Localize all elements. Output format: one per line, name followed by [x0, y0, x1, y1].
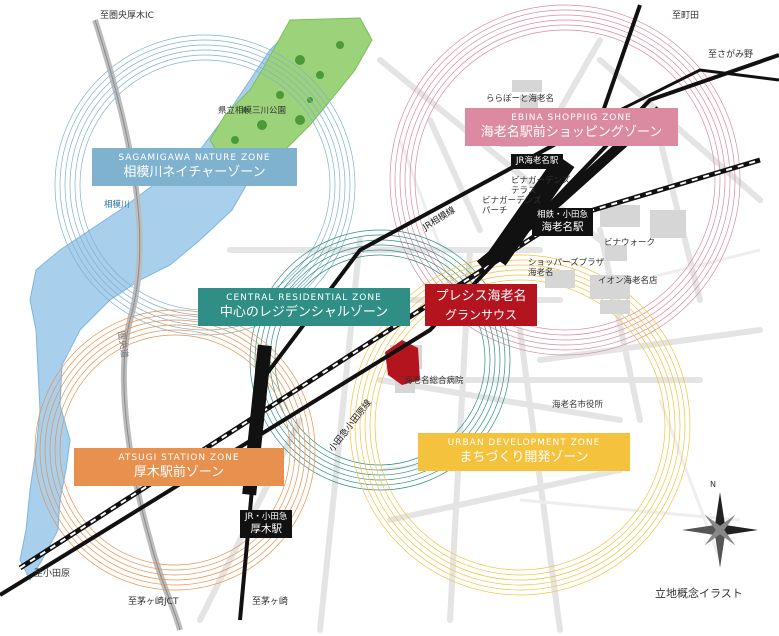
- ebina-station-platform: [487, 154, 575, 266]
- atsugi-station-line1: JR・小田急: [245, 512, 288, 522]
- atsugi-station-label: JR・小田急 厚木駅: [240, 510, 293, 538]
- property-label: プレシス海老名 グランサウス: [425, 284, 537, 326]
- landmark-shoppers-plaza: ショッパーズプラザ 海老名: [528, 258, 605, 278]
- landmark-vinagardens-perch: ビナガーデンズ パーチ: [482, 196, 542, 216]
- nature-zone-jp: 相模川ネイチャーゾーン: [123, 165, 266, 180]
- jr-ebina-station-name: JR海老名駅: [516, 156, 559, 166]
- landmark-lalaport: ららぽーと海老名: [486, 94, 555, 104]
- landmark-park: 県立相模三川公園: [218, 106, 287, 116]
- direction-samukawa-jct: 至茅ヶ崎JCT: [128, 597, 179, 607]
- atsugi-zone-label: ATSUGI STATION ZONE 厚木駅前ゾーン: [74, 448, 284, 486]
- sotetsu-ebina-line2: 海老名駅: [541, 221, 584, 233]
- landmark-vinawalk: ビナウォーク: [604, 238, 656, 248]
- atsugi-zone-jp: 厚木駅前ゾーン: [133, 465, 225, 480]
- map-caption: 立地概念イラスト: [655, 587, 743, 600]
- central-zone-label: CENTRAL RESIDENTIAL ZONE 中心のレジデンシャルゾーン: [198, 288, 410, 326]
- compass-north-label: N: [710, 480, 716, 489]
- sotetsu-ebina-line1: 相鉄・小田急: [537, 210, 589, 220]
- ebina-zone-en: EBINA SHOPPIIG ZONE: [511, 113, 632, 123]
- sagami-river: [19, 19, 362, 582]
- central-zone-jp: 中心のレジデンシャルゾーン: [219, 305, 389, 320]
- direction-odawara: 至小田原: [34, 569, 71, 579]
- atsugi-station-line2: 厚木駅: [250, 523, 282, 535]
- jr-ebina-station-label: JR海老名駅: [511, 154, 564, 169]
- ebina-zone-label: EBINA SHOPPIIG ZONE 海老名駅前ショッピングゾーン: [465, 108, 678, 146]
- atsugi-zone-en: ATSUGI STATION ZONE: [118, 453, 240, 463]
- landmark-hospital: 海老名総合病院: [404, 376, 464, 386]
- compass-rose: [682, 492, 758, 568]
- landmark-city-office: 海老名市役所: [552, 400, 604, 410]
- ebina-zone-jp: 海老名駅前ショッピングゾーン: [480, 125, 663, 140]
- sotetsu-ebina-station-label: 相鉄・小田急 海老名駅: [532, 208, 594, 236]
- direction-sagamino: 至さがみ野: [708, 50, 754, 60]
- urban-zone-en: URBAN DEVELOPMENT ZONE: [447, 438, 601, 448]
- urban-zone-label: URBAN DEVELOPMENT ZONE まちづくり開発ゾーン: [418, 433, 630, 471]
- nature-zone-en: SAGAMIGAWA NATURE ZONE: [118, 153, 271, 163]
- direction-machida: 至町田: [672, 11, 700, 21]
- landmark-vinagardens-terrace: ビナガーデンズ テラス: [511, 176, 571, 196]
- direction-ken-oudan: 至圏央厚木IC: [100, 11, 154, 21]
- central-zone-en: CENTRAL RESIDENTIAL ZONE: [226, 293, 382, 303]
- direction-chigasaki: 至茅ヶ崎: [252, 597, 289, 607]
- urban-zone-jp: まちづくり開発ゾーン: [459, 450, 589, 465]
- property-name-line1: プレシス海老名: [435, 289, 527, 304]
- nature-zone-label: SAGAMIGAWA NATURE ZONE 相模川ネイチャーゾーン: [92, 148, 297, 186]
- landmark-river: 相模川: [104, 200, 130, 210]
- property-name-line2: グランサウス: [444, 308, 517, 322]
- landmark-aeon: イオン海老名店: [598, 276, 658, 286]
